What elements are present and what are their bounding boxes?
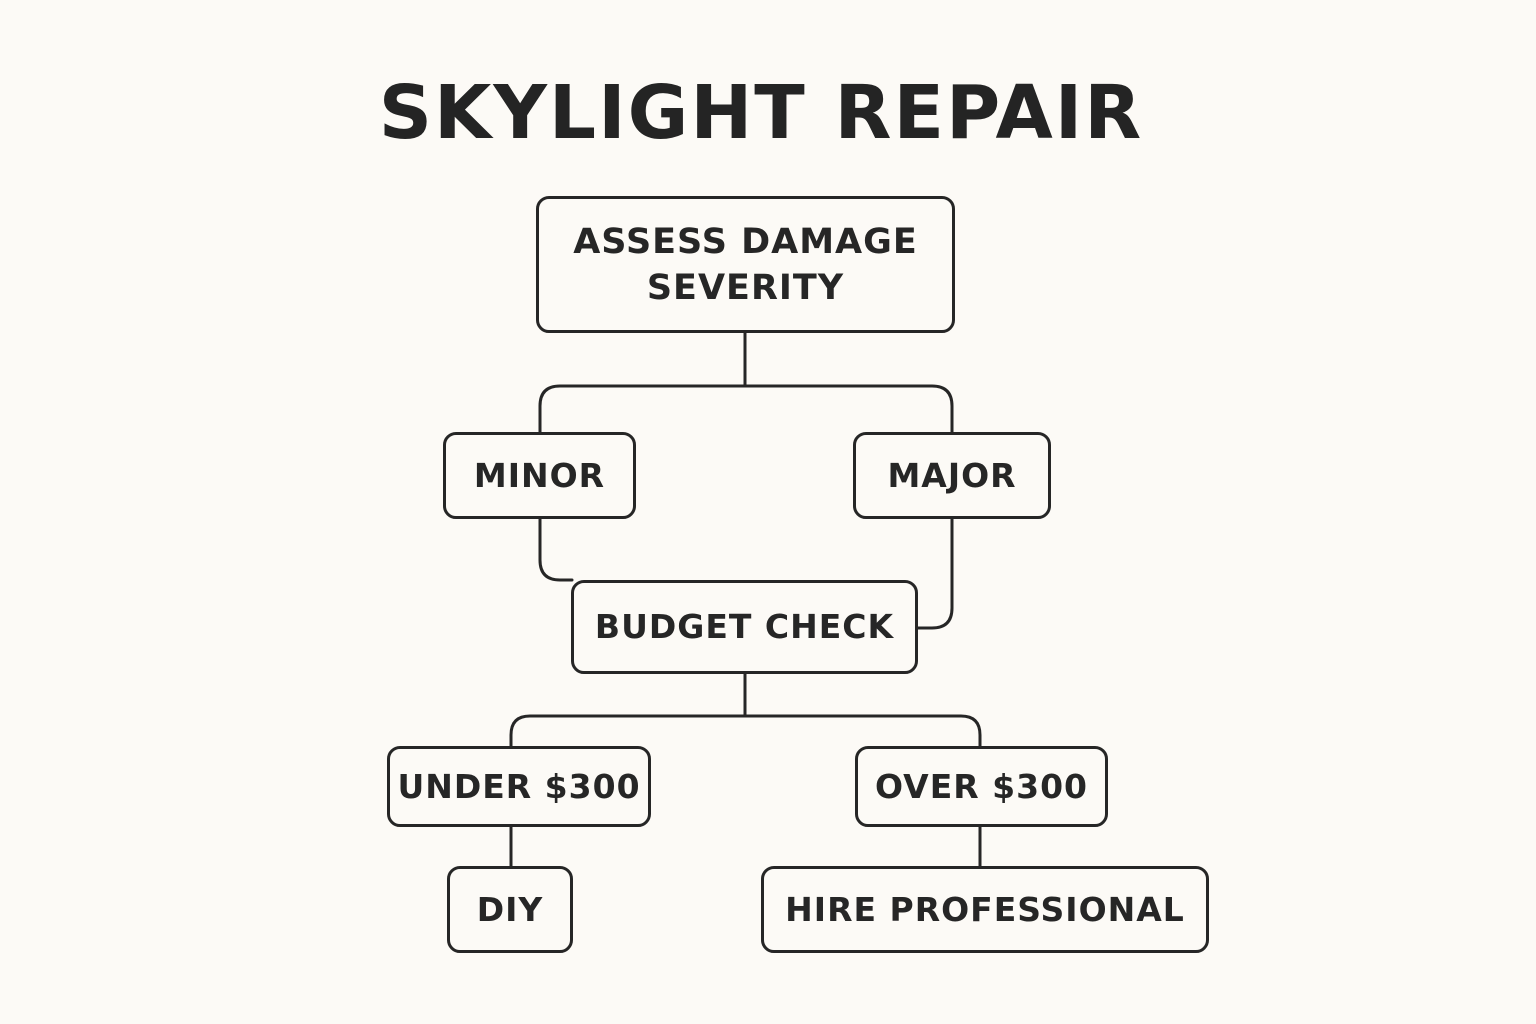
budget-check-node: BUDGET CHECK <box>571 580 918 674</box>
diy-node: DIY <box>447 866 573 953</box>
diagram-title: SKYLIGHT REPAIR <box>378 70 1144 156</box>
connector-major-to-budget <box>916 516 954 630</box>
hire-professional-node: HIRE PROFESSIONAL <box>761 866 1209 953</box>
major-node: MAJOR <box>853 432 1051 519</box>
connector-to-minor <box>538 384 747 434</box>
minor-node: MINOR <box>443 432 636 519</box>
over-300-node: OVER $300 <box>855 746 1108 827</box>
under-300-node: UNDER $300 <box>387 746 651 827</box>
assess-damage-node: ASSESS DAMAGE SEVERITY <box>536 196 955 333</box>
connector-minor-to-budget <box>538 516 574 582</box>
connector-to-over <box>743 714 982 748</box>
connector-to-major <box>743 384 954 434</box>
connector-to-under <box>509 714 747 748</box>
